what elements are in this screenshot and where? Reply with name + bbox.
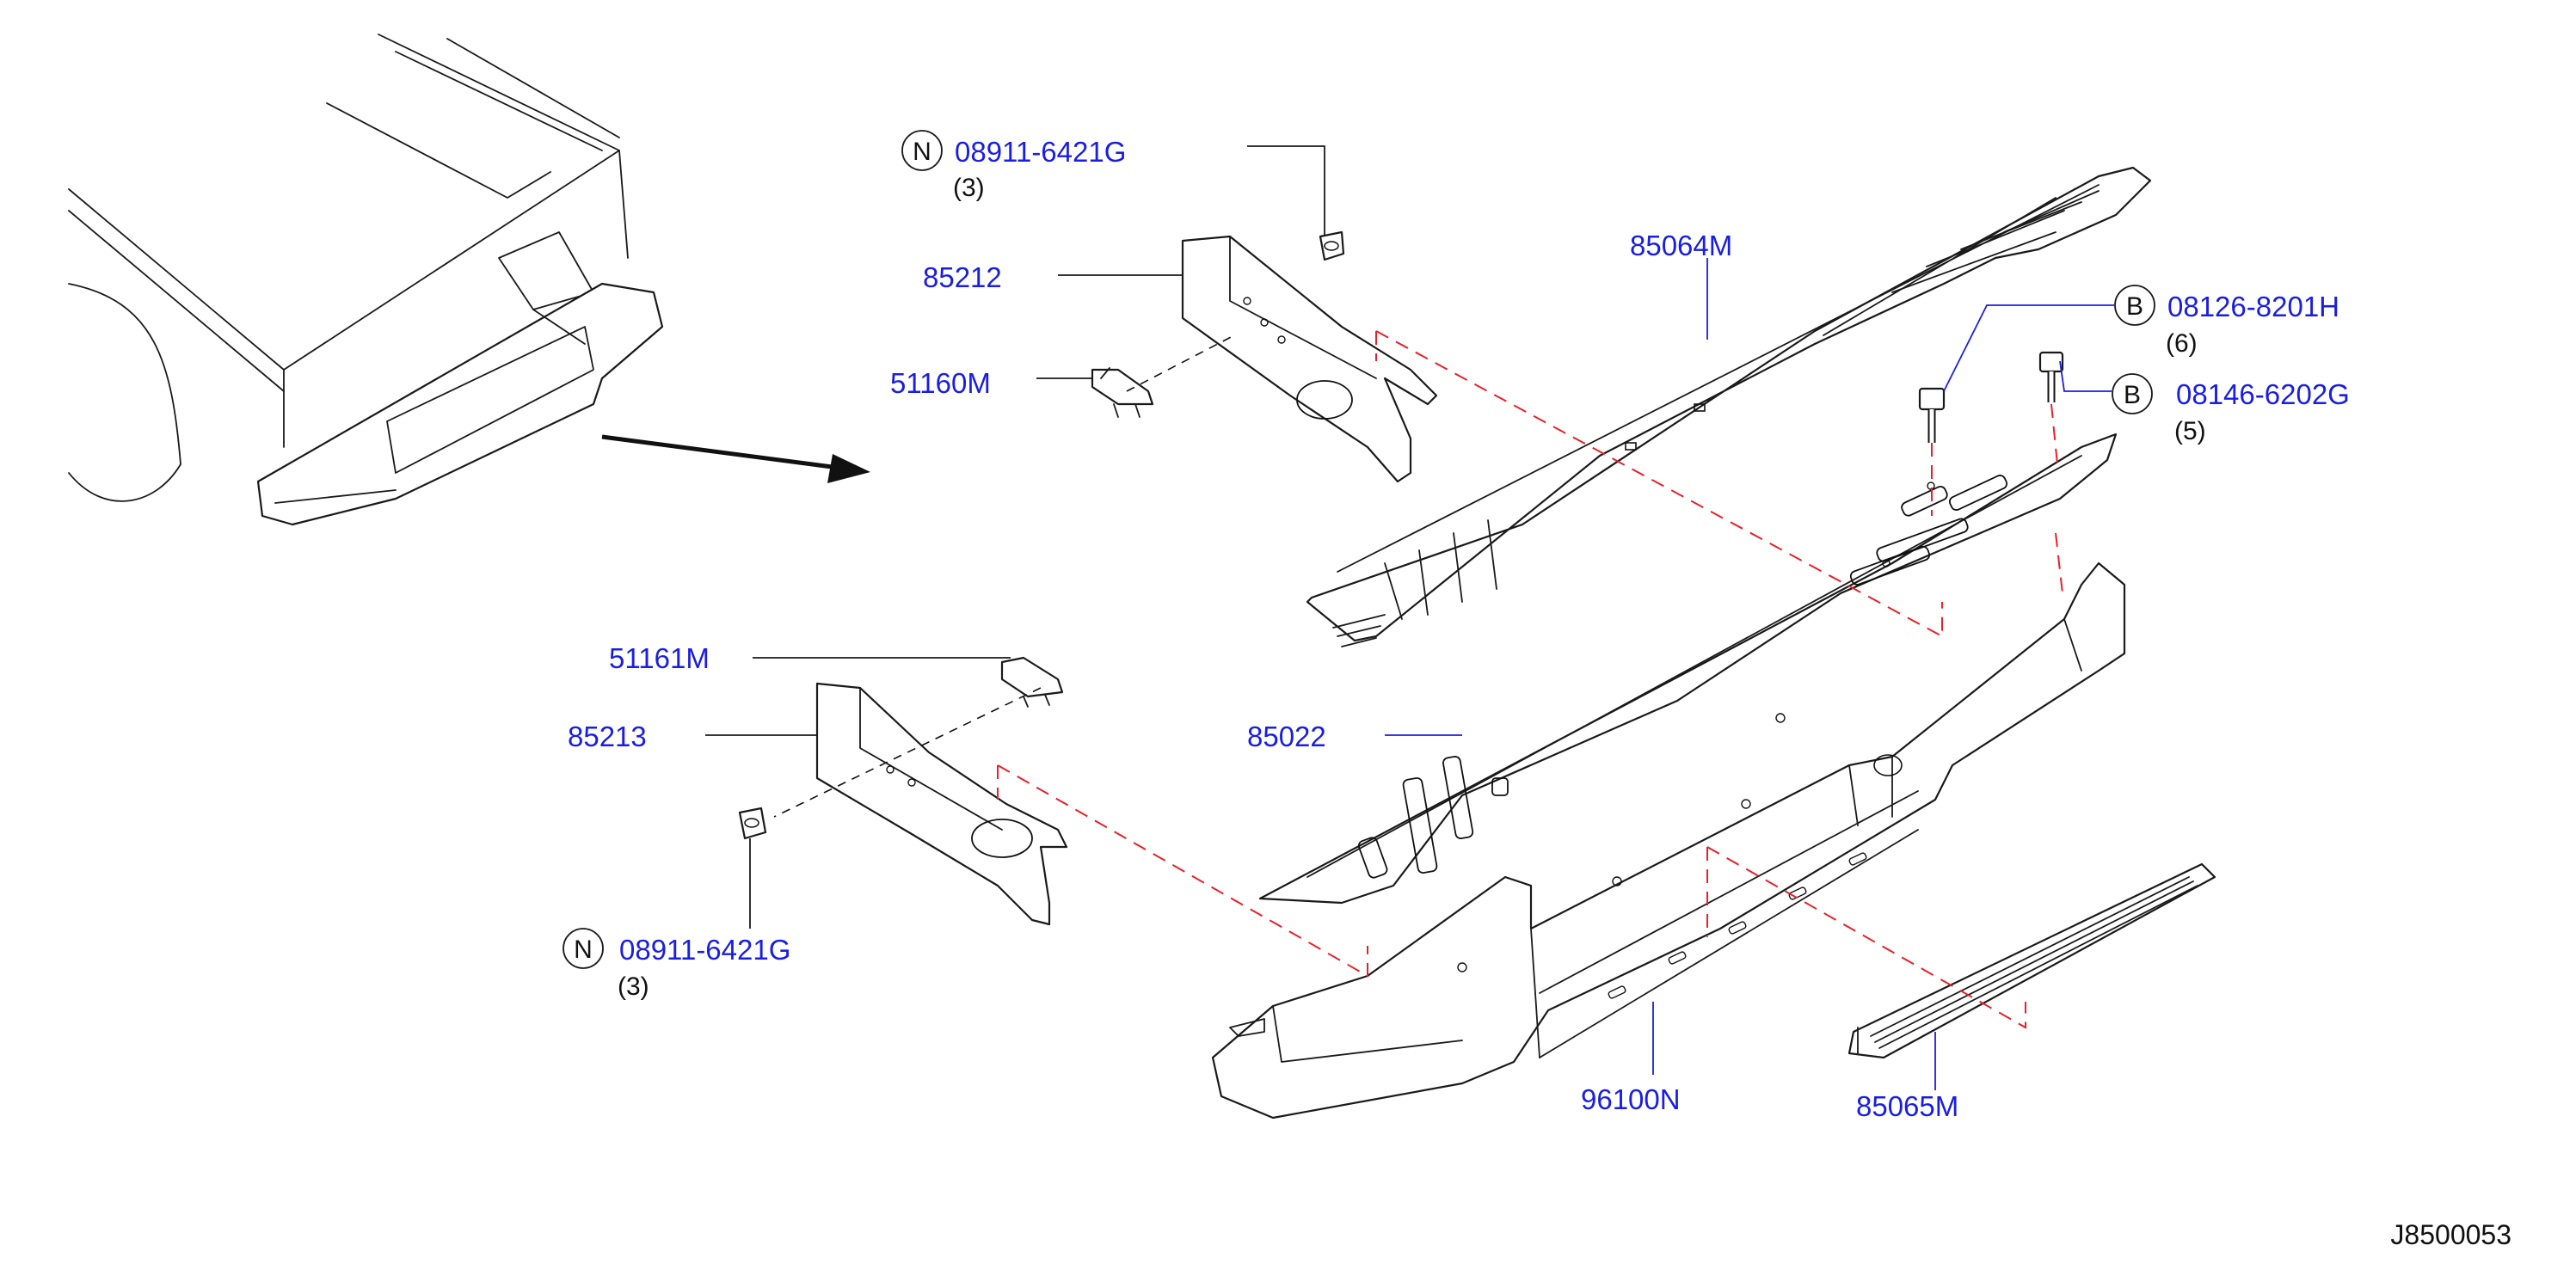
- part-label-clip-lh: 51161M: [609, 642, 710, 674]
- qty-label-bolt-6: (6): [2166, 329, 2198, 358]
- part-label-nut-bottom: 08911-6421G: [619, 934, 790, 966]
- part-label-step-pad-top: 85064M: [1630, 230, 1732, 261]
- part-label-bracket-rh: 85212: [923, 261, 1002, 293]
- nut-top-icon: [1319, 230, 1345, 261]
- part-label-step-pad-side: 85065M: [1856, 1090, 1958, 1122]
- callout-letters: N B B N: [563, 130, 2155, 969]
- callout-letter-bolt-5: B: [2124, 381, 2141, 409]
- clip-51160m-icon: [1091, 367, 1154, 418]
- part-label-bolt-6: 08126-8201H: [2167, 291, 2339, 322]
- part-label-clip-rh: 51160M: [890, 367, 991, 399]
- part-label-bolt-5: 08146-6202G: [2176, 378, 2350, 410]
- callout-letter-bolt-6: B: [2126, 292, 2143, 321]
- truck-rear-overview: [68, 34, 664, 526]
- part-label-bumper-assy: 96100N: [1581, 1083, 1681, 1115]
- qty-label-bolt-5: (5): [2174, 417, 2206, 445]
- assembly-lines: [773, 330, 2063, 1029]
- bolt-08146-icon: [2038, 351, 2064, 402]
- leader-lines: [705, 145, 2114, 1090]
- step-pad-top-85064m: [1306, 166, 2152, 647]
- part-label-reinforcement: 85022: [1247, 721, 1326, 752]
- bracket-85212: [1181, 235, 1438, 483]
- callout-letter-nut-top: N: [913, 138, 931, 166]
- part-label-nut-top: 08911-6421G: [955, 136, 1126, 168]
- part-label-bracket-lh: 85213: [568, 721, 647, 752]
- reinforcement-85022: [1258, 432, 2118, 905]
- part-number-labels: 08911-6421G (3) 85212 51160M 85064M 0812…: [568, 136, 2350, 1122]
- bracket-85213: [815, 682, 1068, 926]
- qty-label-nut-top: (3): [953, 174, 985, 202]
- bumper-assembly-96100n: [1211, 561, 2126, 1120]
- clip-51161m-icon: [1000, 656, 1064, 708]
- step-pad-side-85065m: [1847, 862, 2216, 1059]
- view-arrow: [601, 434, 870, 483]
- qty-label-nut-bottom: (3): [618, 972, 649, 1001]
- callout-letter-nut-bottom: N: [574, 936, 593, 964]
- diagram-id-code: J8500053: [2390, 1219, 2511, 1250]
- bolt-08126-icon: [1918, 387, 1946, 443]
- nut-bottom-icon: [738, 807, 767, 840]
